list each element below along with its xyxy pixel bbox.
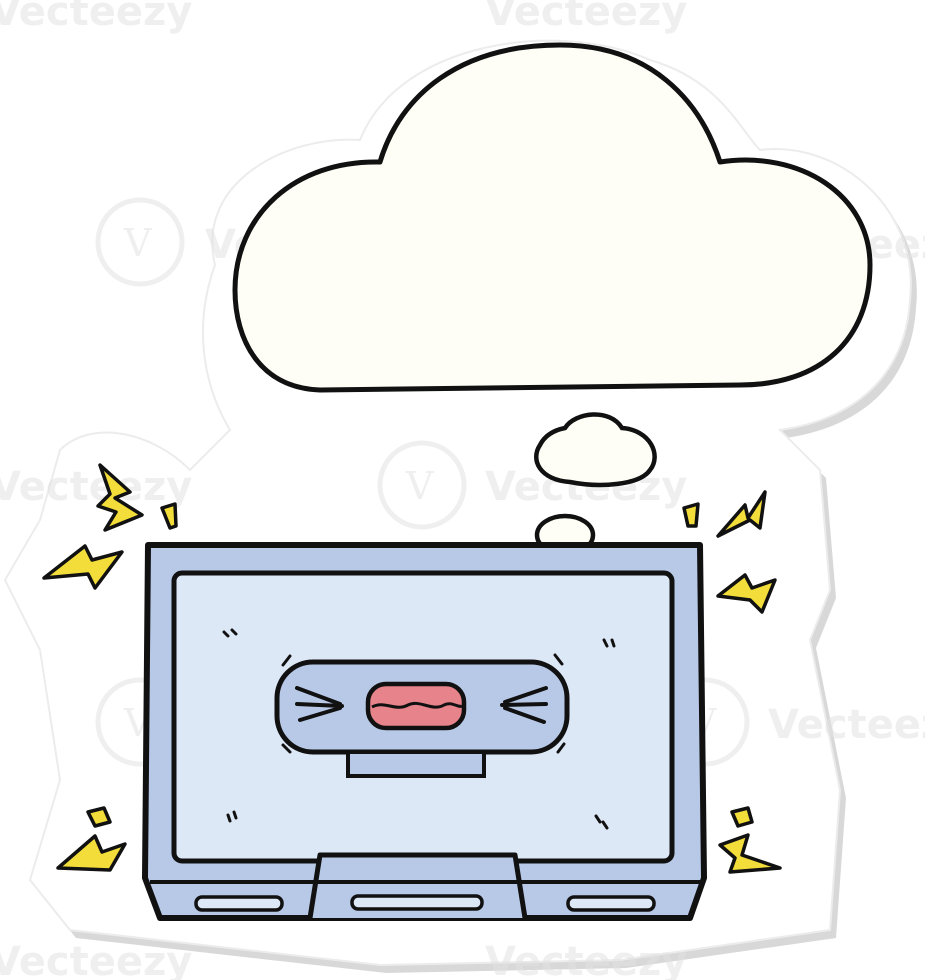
effort-marks: [281, 653, 566, 754]
gritted-mouth: [365, 681, 467, 731]
cassette-hole-left: [194, 895, 284, 912]
cassette-tape-icon: [142, 542, 707, 921]
thought-cloud-icon: [232, 42, 873, 393]
svg-text:V: V: [123, 221, 152, 265]
squint-eye-left: [295, 686, 344, 722]
watermark-text: Vecteezy: [0, 0, 192, 35]
screw-marks: [222, 628, 616, 830]
watermark-text: Vecteezy: [485, 939, 687, 980]
watermark-text: Vecteezy: [0, 939, 192, 980]
cassette-hole-center: [350, 894, 484, 911]
squint-eye-right: [500, 686, 548, 724]
lightning-bolt-icon: [42, 463, 782, 874]
cassette-hole-right: [566, 895, 656, 912]
tape-window-tab: [346, 750, 486, 778]
svg-text:V: V: [405, 464, 434, 508]
watermark-text: Vecteezy: [768, 702, 925, 748]
thought-puff-large: [534, 412, 657, 488]
watermark-text: Vecteezy: [485, 0, 687, 35]
watermark-text: Vecteezy: [0, 464, 192, 510]
